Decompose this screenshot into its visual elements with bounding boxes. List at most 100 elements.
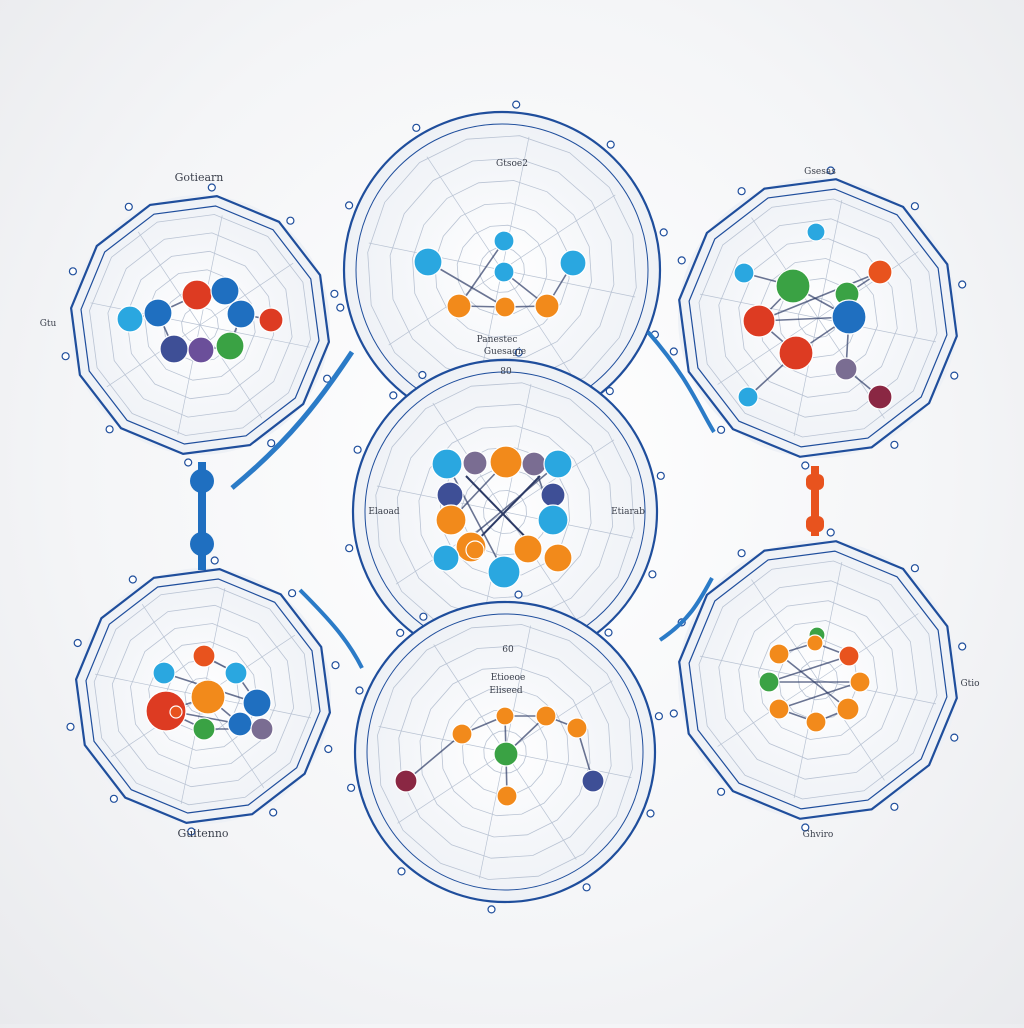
ring-top-right-perimeter-dot (716, 425, 726, 434)
ring-bottom-left-perimeter-dot (109, 794, 119, 803)
ring-bottom-right-grid-ring (698, 560, 938, 800)
cluster-bottom-left-node (224, 661, 248, 685)
ring-bottom-right-perimeter-dot (716, 787, 726, 796)
connectors-layer (190, 330, 824, 669)
ring-bottom-right-grid-ring (718, 580, 918, 780)
ring-bottom-left-spoke (202, 588, 226, 697)
ring-bottom-right-grid-ring (797, 659, 839, 701)
cluster-top-right-node (737, 386, 759, 408)
label-center-top-num: 80 (500, 367, 512, 377)
cluster-top-left-node (215, 331, 245, 361)
cluster-bottom-center-node (496, 785, 518, 807)
connector-curve-right (646, 330, 716, 434)
ring-top-center-spoke (426, 156, 503, 271)
clusters-layer (116, 222, 893, 807)
ring-center-perimeter-dot (605, 387, 614, 396)
cluster-bottom-left-node (227, 711, 253, 737)
cluster-bottom-right-node (838, 645, 860, 667)
cluster-center-node (436, 481, 464, 509)
cluster-top-left-node (143, 298, 173, 328)
cluster-center-node (537, 504, 569, 536)
ring-top-center-perimeter-dot (389, 391, 398, 400)
ring-top-left-perimeter-dot (207, 183, 216, 192)
label-center-bottom-num: 60 (502, 645, 514, 655)
cluster-top-left-node (210, 276, 240, 306)
cluster-bottom-center-node (535, 705, 557, 727)
ring-top-left-spoke (199, 324, 310, 348)
ring-bottom-left-perimeter-dot (324, 744, 333, 754)
ring-bottom-center-perimeter-dot (582, 883, 591, 892)
ring-bottom-left-grid-ring (148, 641, 258, 751)
cluster-top-left-node (159, 334, 189, 364)
ring-top-left-spoke (199, 262, 294, 326)
ring-bottom-right-outline (678, 540, 958, 820)
ring-bottom-center-perimeter-dot (487, 905, 496, 914)
ring-top-left-perimeter-dot (124, 202, 133, 211)
cluster-bottom-center-node (581, 769, 605, 793)
ring-center-perimeter-dot (396, 628, 405, 638)
cluster-bottom-right-link (778, 681, 861, 710)
ring-bottom-center-perimeter-dot (604, 628, 613, 637)
label-side-left: Gtu (40, 319, 57, 329)
ring-center-perimeter-dot (418, 370, 427, 380)
cluster-bottom-left-node (145, 690, 187, 732)
cluster-center-node (521, 451, 547, 477)
cluster-bottom-left-node (250, 717, 274, 741)
cluster-center-node (435, 504, 467, 536)
cluster-bottom-left-node (192, 644, 216, 668)
ring-bottom-right-spoke (817, 679, 937, 705)
ring-bottom-left-perimeter-dot (210, 556, 219, 565)
ring-bottom-center-grid-ring (483, 730, 527, 774)
ring-bottom-right-spoke (751, 579, 819, 681)
ring-bottom-center-perimeter-dot (355, 686, 364, 695)
cluster-bottom-right-node (806, 634, 824, 652)
cluster-bottom-right (758, 626, 871, 733)
cluster-top-center-node (446, 293, 472, 319)
ring-top-left-perimeter-dot (68, 267, 78, 276)
ring-top-left-grid-ring (89, 214, 311, 436)
ring-bottom-center-perimeter-dot (419, 612, 428, 621)
ring-top-right-perimeter-dot (677, 256, 686, 265)
ring-bottom-right-spoke (717, 679, 819, 747)
cluster-top-center-node (493, 261, 515, 283)
cluster-top-left (116, 276, 284, 364)
label-center-top-a: Panestec (477, 335, 518, 345)
cluster-bottom-center-node (394, 769, 418, 793)
connector-curve-left (230, 350, 355, 490)
ring-top-left-spoke (137, 231, 201, 326)
ring-top-right-grid-ring (738, 238, 898, 398)
ring-bottom-center-grid-ring (377, 624, 633, 880)
cluster-top-right-node (867, 384, 893, 410)
ring-bottom-left-spoke (95, 673, 204, 697)
ring-top-center-spoke (388, 269, 503, 346)
ring-top-left-perimeter-dot (105, 425, 114, 434)
ring-bottom-center-perimeter-dot (654, 712, 664, 721)
cluster-top-right-node (806, 222, 826, 242)
cluster-center (431, 445, 573, 589)
ring-bottom-left-outline-inner (85, 578, 321, 814)
cluster-top-right-link (758, 271, 881, 322)
ring-bottom-center-grid-ring (440, 687, 570, 817)
ring-center-grid-ring (418, 425, 592, 599)
ring-bottom-right-perimeter-dot (910, 564, 920, 573)
ring-bottom-center-outline-inner (366, 613, 644, 891)
ring-top-center-perimeter-dot (412, 123, 421, 132)
ring-top-left-perimeter-dot (286, 216, 295, 225)
ring-bottom-center-perimeter-dot (347, 783, 356, 792)
ring-top-left-outline (69, 194, 331, 456)
ring-top-center-grid-ring (412, 180, 592, 360)
ring-bottom-center-spoke (378, 726, 506, 753)
label-center-left: Elaoad (368, 507, 400, 517)
connector-curve-lower-left (298, 588, 364, 669)
label-top-right: Gsesas (804, 167, 836, 177)
label-top-center: Gtsoe2 (496, 159, 528, 169)
ring-top-center-perimeter-dot (336, 303, 345, 312)
ring-bottom-left-perimeter-dot (128, 575, 137, 584)
ring-top-right-grid-ring (698, 198, 938, 438)
connector-curve-lower-right (658, 577, 714, 642)
cluster-center-node (465, 540, 485, 560)
ring-top-right-perimeter-dot (950, 371, 959, 380)
ring-bottom-right-spoke (699, 655, 819, 681)
ring-center-perimeter-dot (353, 445, 362, 454)
